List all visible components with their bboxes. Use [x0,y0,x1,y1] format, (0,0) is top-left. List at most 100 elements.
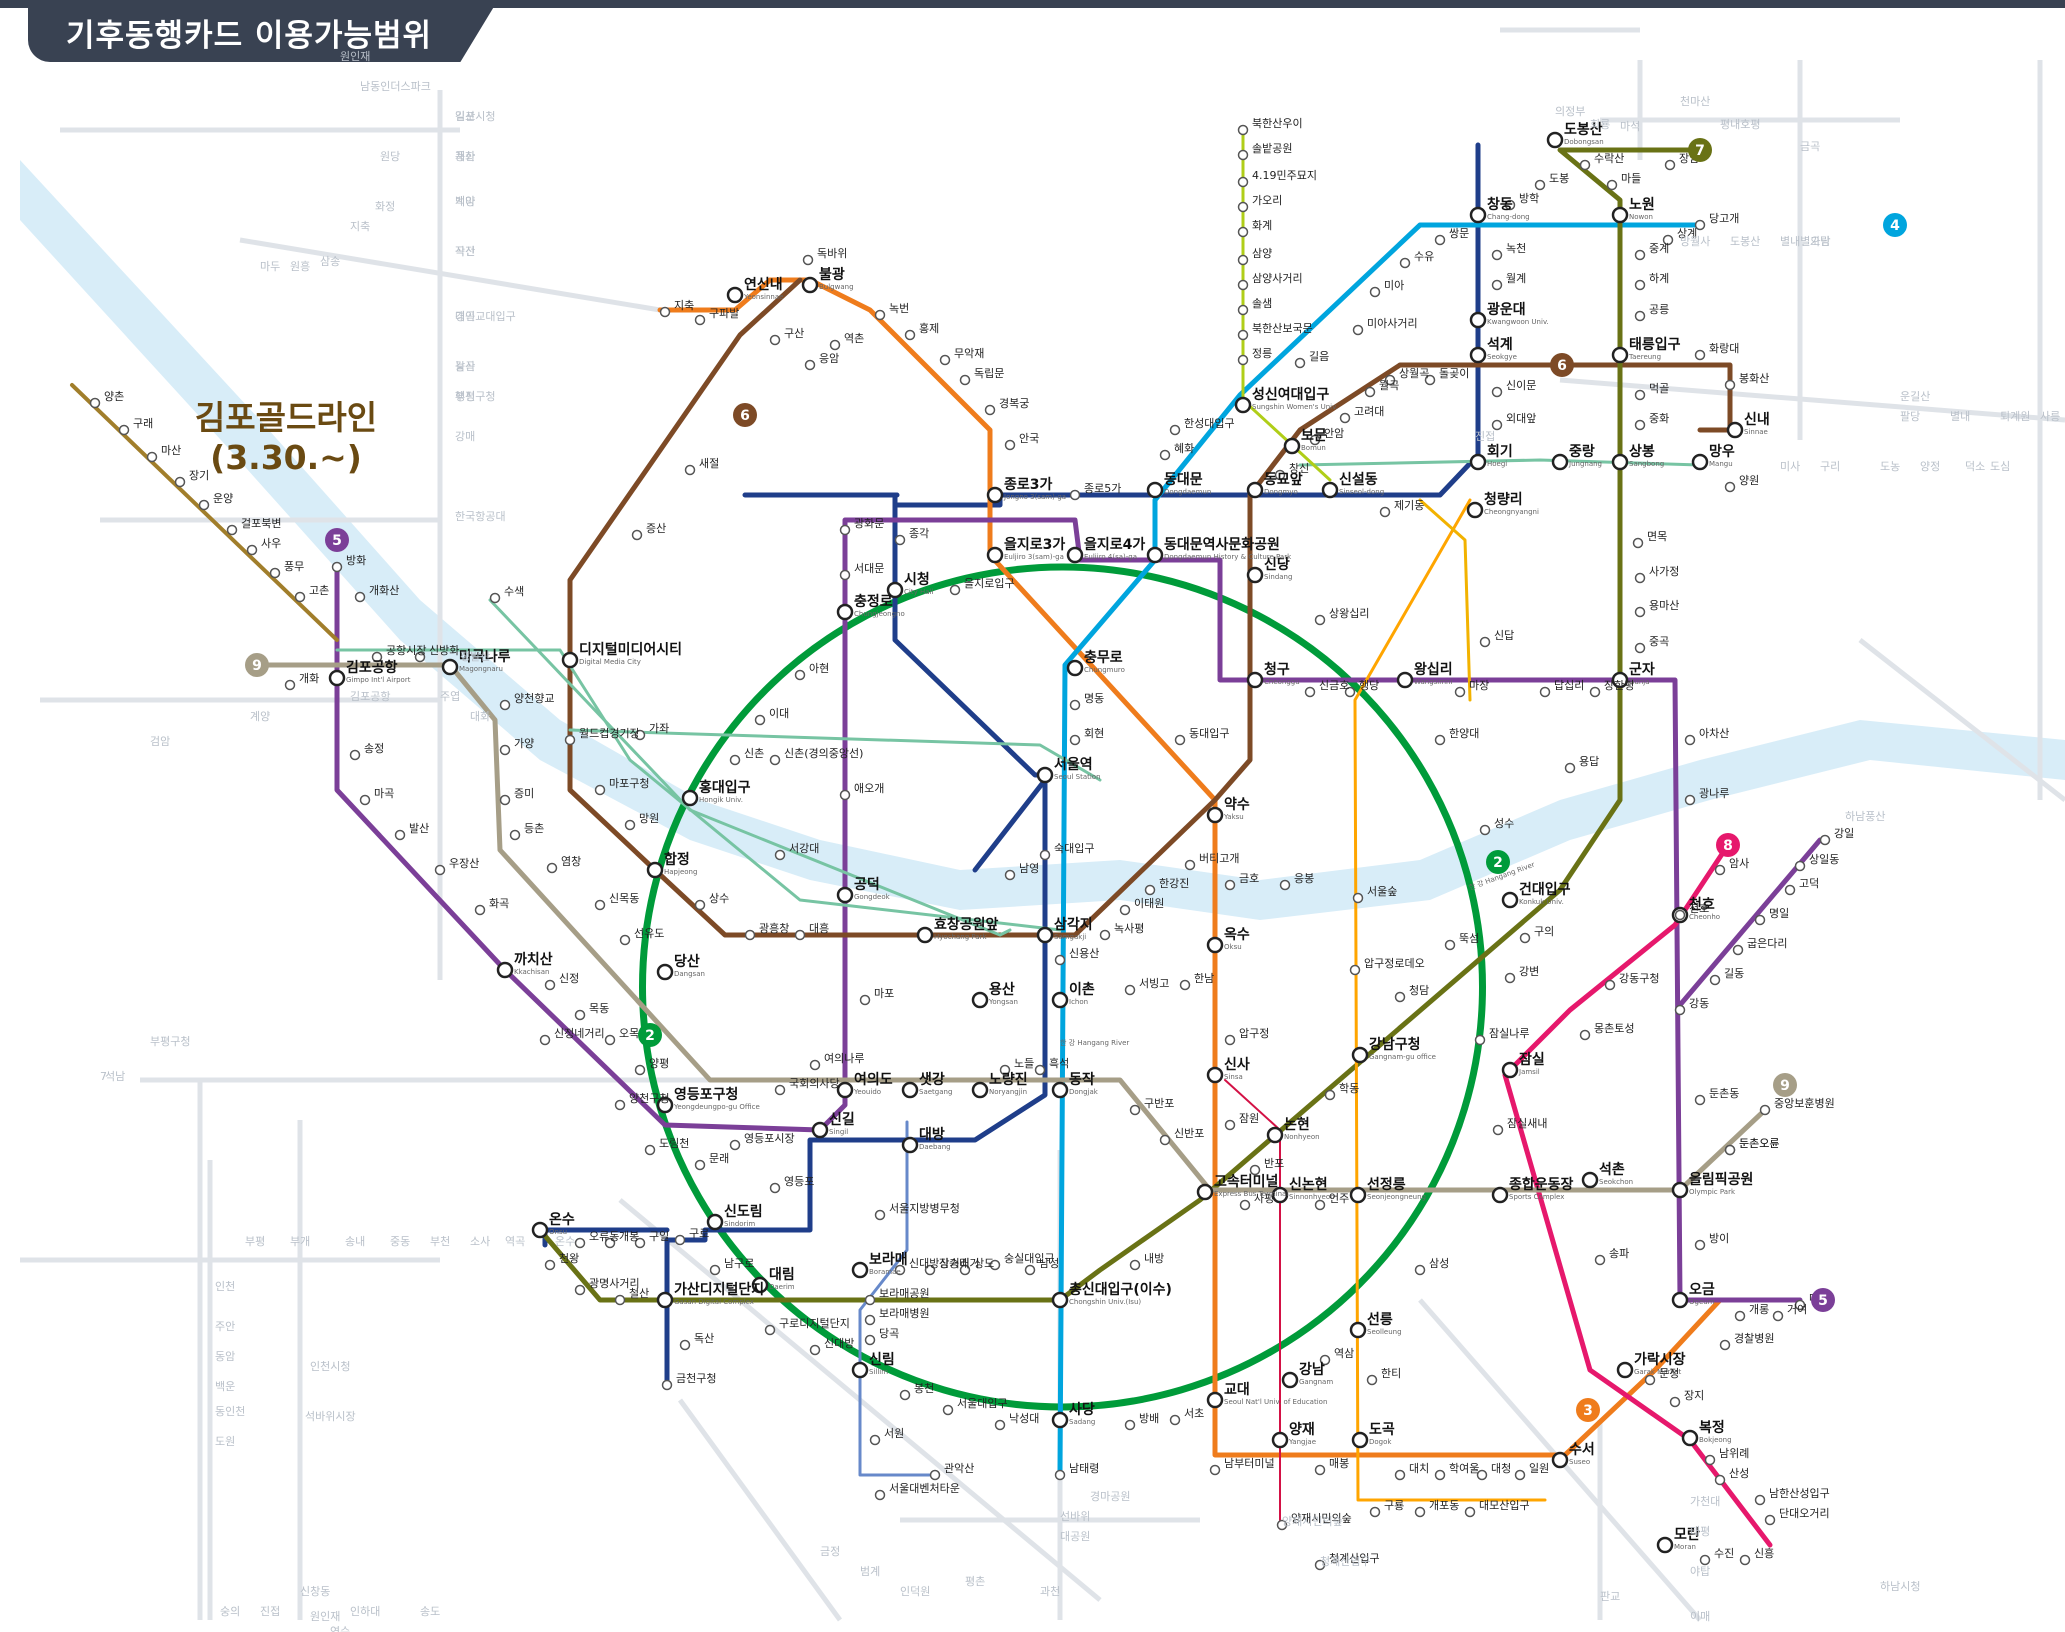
station-yangjaecitizen[interactable] [1276,1519,1288,1531]
station-hakdong[interactable] [1324,1089,1336,1101]
station-sinchon[interactable] [729,754,741,766]
station-hwarangdae[interactable] [1694,349,1706,361]
station-gimpo_yangchon[interactable] [89,397,101,409]
station-itaewon[interactable] [1119,904,1131,916]
station-madeul[interactable] [1606,179,1618,191]
station-sinjeong[interactable] [544,979,556,991]
station-onsu[interactable] [531,1221,549,1239]
station-gimpo_sau[interactable] [246,544,258,556]
station-sinheung[interactable] [1739,1554,1751,1566]
station-gangnam[interactable] [1281,1371,1299,1389]
station-seokchon[interactable] [1581,1171,1599,1189]
station-cheongdam[interactable] [1394,991,1406,1003]
station-expressbus[interactable] [1196,1183,1214,1201]
station-apgujeong[interactable] [1224,1034,1236,1046]
station-seobinggo[interactable] [1124,984,1136,996]
station-junganghoho[interactable] [1759,1104,1771,1116]
station-dokbawi[interactable] [802,254,814,266]
station-gasan[interactable] [656,1291,674,1309]
station-garak[interactable] [1616,1361,1634,1379]
station-danggogae[interactable] [1694,219,1706,231]
station-jamsilsaenae[interactable] [1492,1124,1504,1136]
station-jongno5[interactable] [1069,489,1081,501]
station-mangwon[interactable] [624,819,636,831]
station-amsa[interactable] [1714,864,1726,876]
station-wolgye[interactable] [1491,279,1503,291]
station-gajwa[interactable] [634,729,646,741]
station-sinmokdong[interactable] [594,899,606,911]
station-yeongdeungpomarket[interactable] [729,1139,741,1151]
station-dandaeogeori[interactable] [1764,1514,1776,1526]
station-seoulnatuniv[interactable] [942,1404,954,1416]
station-meokgol[interactable] [1634,389,1646,401]
station-seongsu[interactable] [1479,824,1491,836]
station-aeogae[interactable] [839,789,851,801]
station-dongjak[interactable] [1051,1081,1069,1099]
station-seolleung[interactable] [1349,1321,1367,1339]
station-myeongil[interactable] [1754,914,1766,926]
station-gwangnaru[interactable] [1684,794,1696,806]
station-euljiro3[interactable] [986,546,1004,564]
station-gaehwasan[interactable] [354,591,366,603]
station-oksu[interactable] [1206,936,1224,954]
station-songjeong[interactable] [349,749,361,761]
station-yeongdeungpo[interactable] [769,1182,781,1194]
station-dobongsan[interactable] [1546,131,1564,149]
station-suraksan[interactable] [1579,159,1591,171]
station-sinnonhyeon[interactable] [1271,1186,1289,1204]
station-yangwon[interactable] [1724,481,1736,493]
station-bomun[interactable] [1283,437,1301,455]
station-gongneung[interactable] [1634,310,1646,322]
station-jangji[interactable] [1669,1396,1681,1408]
station-cheolsan[interactable] [614,1294,626,1306]
station-sinyongsan[interactable] [1054,954,1066,966]
station-gurodigital[interactable] [764,1324,776,1336]
station-sinnae[interactable] [1726,421,1744,439]
station-seokgye[interactable] [1469,346,1487,364]
station-jongno3[interactable] [986,486,1004,504]
station-yangcheongu[interactable] [614,1099,626,1111]
station-gwangmyeong[interactable] [574,1284,586,1296]
station-sanseong[interactable] [1714,1474,1726,1486]
station-junggye[interactable] [1634,249,1646,261]
station-dongdaemun[interactable] [1146,481,1164,499]
station-seoulsup[interactable] [1352,892,1364,904]
station-hannam[interactable] [1179,979,1191,991]
station-nodeul[interactable] [999,1064,1011,1076]
station-gangdong[interactable] [1674,1004,1686,1016]
station-eungam[interactable] [804,359,816,371]
station-hwagye[interactable] [1237,226,1249,238]
station-noksapyeong[interactable] [1099,929,1111,941]
station-hangangjin[interactable] [1144,884,1156,896]
station-gangnamgu[interactable] [1351,1046,1369,1064]
station-solsaem[interactable] [1237,304,1249,316]
station-mongchontoseong[interactable] [1579,1029,1591,1041]
station-yeoksam[interactable] [1319,1354,1331,1366]
station-junggok[interactable] [1634,642,1646,654]
station-ogeum[interactable] [1671,1291,1689,1309]
station-bukhansanui[interactable] [1237,124,1249,136]
station-hyochang[interactable] [916,926,934,944]
station-hanyangdae[interactable] [1434,734,1446,746]
station-dongnimmun[interactable] [959,374,971,386]
station-hansung[interactable] [1169,424,1181,436]
station-namseong[interactable] [1024,1264,1036,1276]
station-april19[interactable] [1237,176,1249,188]
station-gongdeok[interactable] [836,886,854,904]
station-ujangsan[interactable] [434,864,446,876]
station-gangbyeon[interactable] [1504,972,1516,984]
station-samgakji[interactable] [1036,926,1054,944]
station-gimpoairport[interactable] [328,669,346,687]
station-heukseok[interactable] [1034,1064,1046,1076]
station-gubeundari[interactable] [1732,944,1744,956]
station-sungshin[interactable] [1234,396,1252,414]
station-sindap[interactable] [1479,636,1491,648]
station-yongmasan[interactable] [1634,606,1646,618]
station-myeonmok[interactable] [1632,537,1644,549]
station-apgujeongrodeo[interactable] [1349,964,1361,976]
station-euljiro1[interactable] [949,584,961,596]
station-seodaemun[interactable] [839,569,851,581]
station-cityhall[interactable] [886,581,904,599]
station-yongsan[interactable] [971,991,989,1009]
station-bangi[interactable] [1694,1239,1706,1251]
